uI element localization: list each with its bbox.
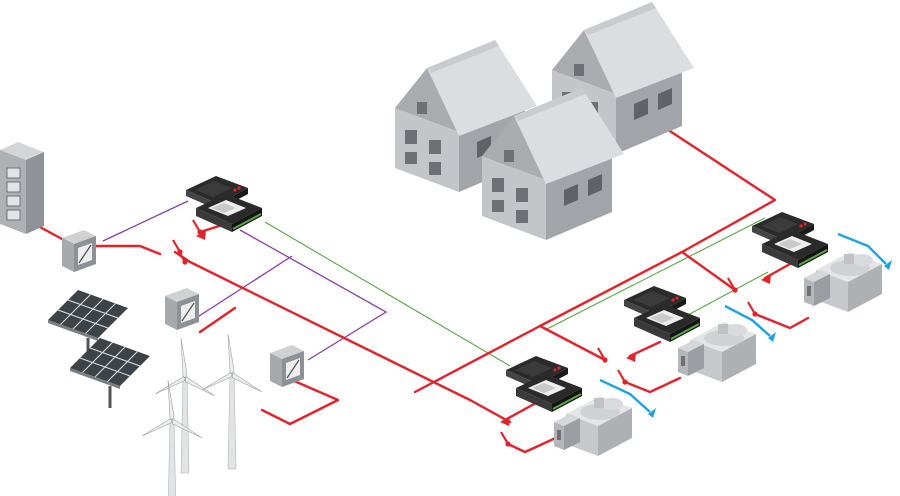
controller-icon [751, 211, 829, 269]
breaker-switch-icon [499, 430, 512, 448]
controller-icon [185, 175, 263, 233]
comm-line [544, 217, 766, 331]
power-line [623, 376, 682, 394]
arrow-icon [884, 260, 892, 270]
generator-icon [804, 252, 882, 312]
comm-line [239, 229, 388, 361]
power-line [538, 250, 737, 328]
wind-turbine-icon [141, 379, 203, 496]
controller-icon [623, 285, 701, 343]
comm-line [102, 200, 189, 242]
inverter-icon [269, 344, 305, 388]
arrow-icon [626, 352, 636, 362]
inverter-icon [61, 229, 97, 273]
comm-line [195, 255, 293, 319]
breaker-switch-icon [746, 300, 759, 318]
power-line [260, 378, 340, 426]
breaker-switch-icon [191, 218, 204, 236]
power-line [648, 116, 777, 254]
breaker-switch-icon [616, 368, 629, 386]
arrow-icon [196, 230, 206, 240]
power-line [73, 244, 162, 256]
controller-icon [505, 355, 583, 413]
arrow-icon [768, 332, 776, 342]
breaker-switch-icon [596, 346, 609, 364]
inverter-icon [164, 287, 200, 331]
power-line [198, 306, 237, 334]
arrow-icon [500, 416, 510, 426]
coolant-line [599, 378, 651, 413]
coolant-line [724, 304, 771, 337]
coolant-line [837, 232, 887, 265]
arrow-icon [648, 408, 656, 418]
grid-cabinet-icon [0, 142, 44, 234]
power-line [413, 324, 607, 394]
generator-icon [554, 396, 632, 456]
comm-line [264, 221, 511, 367]
power-line [506, 434, 562, 454]
wind-turbine-icon [201, 333, 263, 470]
arrow-icon [761, 274, 771, 284]
wind-turbine-icon [154, 337, 216, 474]
solar-panel-icon [68, 336, 152, 410]
breaker-switch-icon [176, 248, 189, 266]
power-line [753, 312, 810, 330]
